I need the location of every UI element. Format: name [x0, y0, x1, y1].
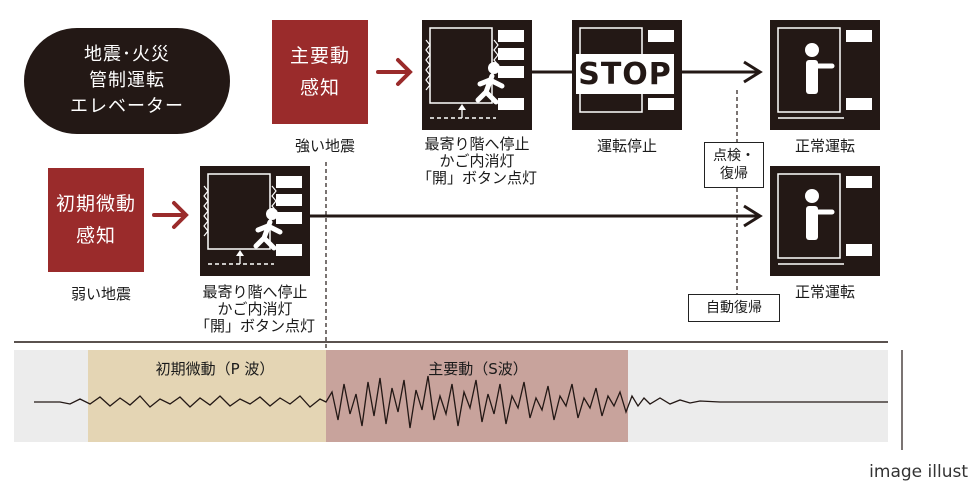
p-wave-label: 初期微動（P 波） — [155, 360, 275, 378]
main-sensor-box: 主要動 感知 — [272, 20, 368, 124]
title-line-1: 地震･火災 — [84, 44, 170, 65]
main-stop-caption-line-3: 「開」ボタン点灯 — [416, 169, 537, 187]
main-stop-caption-line-2: かご内消灯 — [439, 152, 515, 170]
p-sensor-line-1: 初期微動 — [55, 193, 136, 215]
p-stop-caption: 最寄り階へ停止 かご内消灯 「開」ボタン点灯 — [190, 284, 320, 335]
recovery-line-1: 点検・ — [713, 148, 755, 164]
recovery-line-2: 復帰 — [720, 166, 748, 182]
main-sensor-line-2: 感知 — [299, 77, 340, 99]
image-illust-note: image illust — [869, 462, 968, 482]
elevator-normal-icon — [770, 20, 880, 130]
p-sensor-line-2: 感知 — [75, 225, 116, 247]
p-sensor-caption: 弱い地震 — [70, 285, 131, 303]
auto-recovery-box: 自動復帰 — [688, 294, 780, 322]
elevator-stopped-icon — [422, 20, 532, 130]
s-wave-label: 主要動（S波） — [428, 360, 528, 378]
inspection-recovery-box: 点検・ 復帰 — [704, 142, 764, 188]
p-stop-caption-line-2: かご内消灯 — [217, 300, 293, 318]
p-sensor-box: 初期微動 感知 — [48, 168, 144, 272]
p-stop-caption-line-3: 「開」ボタン点灯 — [194, 317, 315, 335]
title-pill: 地震･火災 管制運転 エレベーター — [24, 28, 230, 134]
main-normal-caption: 正常運転 — [794, 137, 855, 155]
elevator-normal-icon-p — [770, 166, 880, 276]
stop-elevator-icon — [572, 20, 682, 130]
stop-sign-caption: 運転停止 — [596, 137, 657, 155]
p-stop-caption-line-1: 最寄り階へ停止 — [202, 283, 308, 301]
p-normal-caption: 正常運転 — [794, 283, 855, 301]
stop-sign-label: STOP — [578, 56, 672, 92]
title-line-2: 管制運転 — [89, 70, 165, 91]
main-stop-caption: 最寄り階へ停止 かご内消灯 「開」ボタン点灯 — [412, 136, 542, 187]
main-stop-caption-line-1: 最寄り階へ停止 — [424, 135, 530, 153]
title-line-3: エレベーター — [70, 96, 184, 117]
main-sensor-line-1: 主要動 — [289, 45, 350, 67]
elevator-stopped-icon-p — [200, 166, 310, 276]
main-sensor-caption: 強い地震 — [294, 137, 355, 155]
